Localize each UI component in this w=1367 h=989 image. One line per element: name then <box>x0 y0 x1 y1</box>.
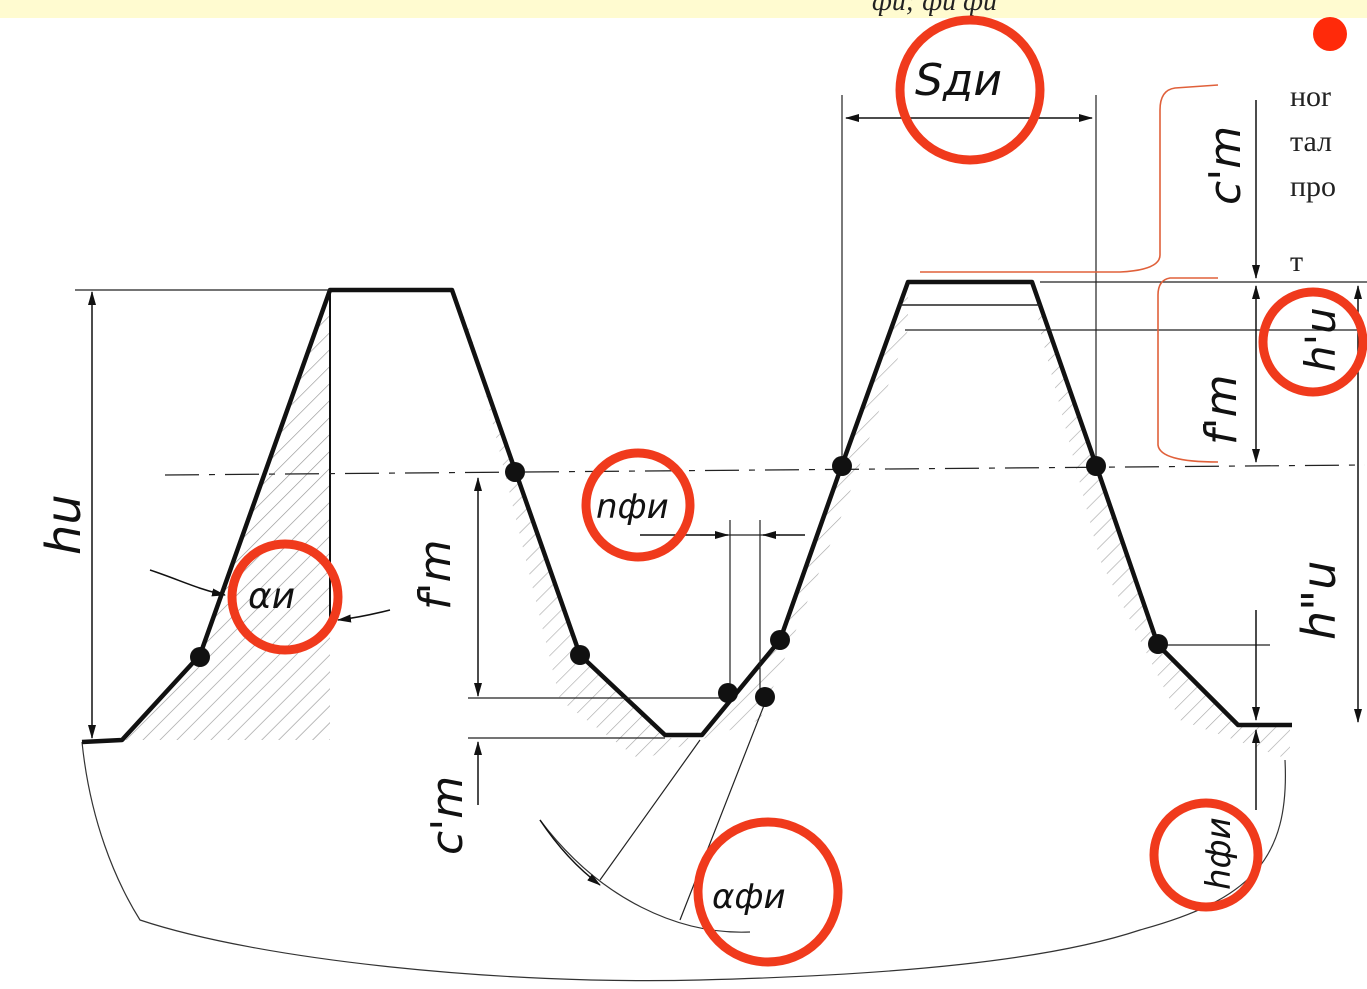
label-s-du: Sди <box>915 55 1002 106</box>
hatched-body-right <box>1032 282 1290 760</box>
side-note-line-1: ноr <box>1290 80 1332 113</box>
bracket-upper <box>920 84 1219 273</box>
top-banner: фи; фи фи <box>0 0 1367 18</box>
profile-points <box>190 456 1168 707</box>
label-h-u-double: h"u <box>1292 561 1346 640</box>
label-alpha-fu: αфи <box>712 877 786 917</box>
label-h-u-prime: h'u <box>1296 307 1345 372</box>
side-note-line-4: т <box>1290 245 1304 278</box>
side-note-line-2: тал <box>1290 125 1333 158</box>
label-h-u: hu <box>36 494 92 555</box>
highlight-circle-alpha-u <box>227 539 343 655</box>
profile-point <box>718 683 738 703</box>
bullet-dot-icon <box>1313 17 1347 51</box>
profile-point <box>1148 634 1168 654</box>
profile-point <box>1086 456 1106 476</box>
bracket-lower <box>1157 277 1219 463</box>
profile-point <box>832 456 852 476</box>
label-c-m-right: c'm <box>1200 126 1251 205</box>
side-notes: ноr тал про т <box>1290 74 1367 334</box>
label-f-m-right: f'm <box>1196 375 1247 445</box>
highlight-circle-n-fu <box>581 448 695 562</box>
banner-formula-text: фи; фи фи <box>872 0 997 17</box>
label-n-fu: nфи <box>596 487 669 527</box>
highlight-circle-h-fu <box>1149 798 1263 912</box>
hatched-body-middle <box>452 282 908 760</box>
profile-point <box>755 687 775 707</box>
profile-point <box>505 462 525 482</box>
base-outline <box>81 741 1287 982</box>
profile-point <box>570 645 590 665</box>
label-c-m-left: c'm <box>422 776 473 855</box>
hatched-body-left <box>122 290 330 740</box>
base-inner-arc <box>539 819 751 933</box>
highlight-circle-alpha-fu <box>693 817 843 967</box>
profile-point <box>770 630 790 650</box>
highlight-circles <box>227 15 1367 967</box>
label-h-fu: hфи <box>1199 817 1239 890</box>
label-alpha-u: αи <box>248 576 295 617</box>
highlight-circle-h-u-prime <box>1258 287 1367 397</box>
label-f-m-left: f'm <box>410 540 461 610</box>
highlight-circle-s-du <box>895 15 1045 165</box>
profile-point <box>190 647 210 667</box>
side-note-line-3: про <box>1290 170 1337 203</box>
tooth-profile-line <box>81 279 1292 745</box>
